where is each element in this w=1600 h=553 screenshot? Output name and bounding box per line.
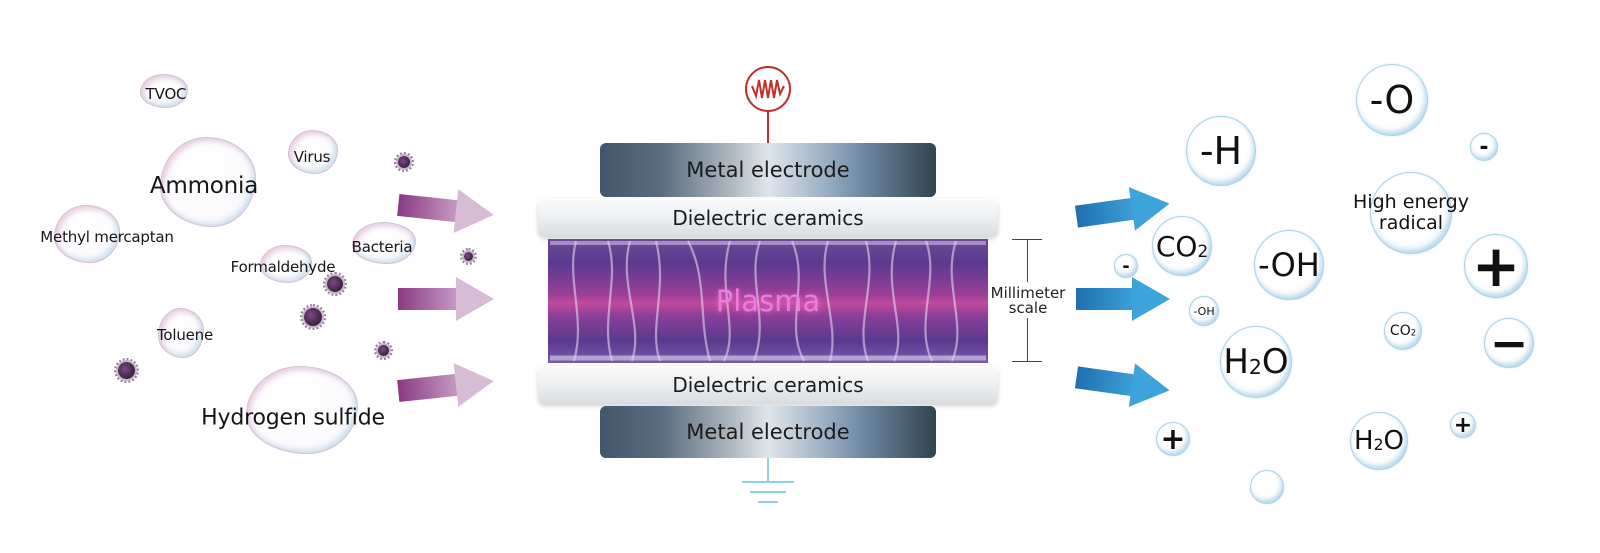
ammonia-label: Ammonia — [149, 173, 259, 199]
minus-ion-small-bubble: - — [1114, 254, 1138, 278]
toluene-label: Toluene — [156, 326, 214, 344]
ammonia-blob — [160, 137, 256, 227]
virus-particle-icon — [114, 358, 139, 383]
scale-tick-top — [1012, 239, 1042, 240]
inflow-arrow-icon — [398, 277, 494, 321]
plasma-label: Plasma — [715, 284, 821, 318]
minus-ion-large-bubble: − — [1484, 316, 1534, 370]
virus-blob — [288, 130, 338, 174]
co2-small-label: CO2 — [1390, 323, 1416, 339]
top-dielectric-ceramic: Dielectric ceramics — [538, 199, 998, 237]
o-radical-label: -O — [1369, 78, 1415, 122]
top-metal-electrode: Metal electrode — [600, 143, 936, 197]
tvoc-label: TVOC — [145, 85, 187, 103]
plus-medium-label: + — [1160, 421, 1186, 457]
virus-particle-icon — [323, 272, 347, 296]
co2-large-subscript: 2 — [1197, 240, 1209, 261]
high-energy-label-line2: radical — [1378, 212, 1444, 234]
h2o-large-h: H — [1223, 342, 1249, 382]
scale-tick-bottom — [1012, 361, 1042, 362]
high-energy-label-line1: High energy — [1353, 191, 1469, 213]
minus-large-label: − — [1489, 316, 1529, 370]
scale-arrow-up-icon — [1027, 240, 1028, 282]
bottom-metal-electrode: Metal electrode — [600, 406, 936, 458]
plasma-zone: Plasma — [548, 239, 988, 363]
bacteria-blob — [352, 222, 416, 264]
inflow-arrow-icon — [396, 183, 497, 237]
tvoc-blob — [140, 74, 188, 108]
h2o-large-subscript: 2 — [1248, 355, 1262, 380]
bottom-electrode-label: Metal electrode — [686, 420, 850, 444]
ground-icon — [742, 458, 794, 503]
outflow-arrow-icon — [1076, 277, 1172, 321]
high-energy-radical-bubble: High energy radical — [1353, 172, 1469, 254]
h2o-large-o: O — [1261, 342, 1289, 382]
scale-label-line1: Millimeter — [990, 284, 1066, 302]
h2o-small-o: O — [1383, 426, 1404, 456]
bottom-dielectric-ceramic: Dielectric ceramics — [538, 366, 998, 404]
co2-small-bubble: CO2 — [1384, 312, 1422, 350]
oh-large-label: -OH — [1258, 246, 1320, 284]
h2o-large-bubble: H2O — [1220, 326, 1292, 398]
virus-particle-icon — [300, 304, 326, 330]
co2-large-bubble: CO2 — [1152, 216, 1212, 276]
top-dielectric-label: Dielectric ceramics — [672, 206, 864, 230]
scale-label-line2: scale — [1008, 299, 1048, 317]
inflow-arrow-icon — [396, 359, 497, 413]
toluene-blob — [158, 308, 204, 358]
co2-large-label: CO2 — [1156, 230, 1208, 263]
h2o-small-subscript: 2 — [1373, 435, 1384, 454]
hydrogen-sulfide-label: Hydrogen sulfide — [201, 405, 385, 431]
h-radical-label: -H — [1199, 129, 1243, 173]
top-electrode-label: Metal electrode — [686, 158, 850, 182]
plasma-discharge-filaments — [550, 240, 986, 362]
ac-power-source-icon — [745, 66, 791, 144]
outflow-arrow-icon — [1073, 356, 1174, 413]
formaldehyde-label: Formaldehyde — [230, 258, 336, 276]
empty-bubble — [1250, 470, 1284, 504]
plus-large-label: + — [1471, 232, 1521, 300]
h2o-small-h: H — [1354, 426, 1374, 456]
hydrogen-sulfide-blob — [246, 366, 358, 454]
virus-particle-icon — [394, 152, 414, 172]
co2-large-text: CO — [1155, 229, 1198, 263]
virus-label: Virus — [293, 148, 331, 166]
plus-ion-large-bubble: + — [1464, 232, 1528, 300]
scale-arrow-down-icon — [1027, 318, 1028, 361]
oh-radical-small-bubble: -OH — [1189, 296, 1219, 326]
minus-ion-bubble: - — [1470, 133, 1498, 161]
methyl-mercaptan-blob — [54, 205, 120, 263]
bacteria-label: Bacteria — [351, 238, 413, 256]
methyl-mercaptan-label: Methyl mercaptan — [40, 228, 174, 246]
h2o-large-label: H2O — [1223, 342, 1288, 382]
minus-ion-label: - — [1479, 134, 1489, 160]
co2-small-subscript: 2 — [1410, 327, 1417, 338]
h-radical-bubble: -H — [1186, 116, 1256, 186]
minus-ion-small-label: - — [1122, 255, 1130, 277]
h2o-small-label: H2O — [1354, 426, 1404, 456]
co2-small-text: CO — [1389, 323, 1411, 339]
o-radical-bubble: -O — [1356, 64, 1428, 136]
plus-ion-small-bubble: + — [1450, 412, 1476, 438]
plus-ion-medium-bubble: + — [1156, 421, 1190, 457]
oh-small-label: -OH — [1193, 304, 1215, 318]
h2o-small-bubble: H2O — [1350, 412, 1408, 470]
scale-label: Millimeter scale — [988, 286, 1068, 316]
oh-radical-large-bubble: -OH — [1254, 230, 1324, 300]
formaldehyde-blob — [260, 245, 312, 283]
virus-particle-icon — [460, 248, 477, 265]
virus-particle-icon — [374, 341, 393, 360]
bottom-dielectric-label: Dielectric ceramics — [672, 373, 864, 397]
plus-small-label: + — [1453, 412, 1473, 438]
